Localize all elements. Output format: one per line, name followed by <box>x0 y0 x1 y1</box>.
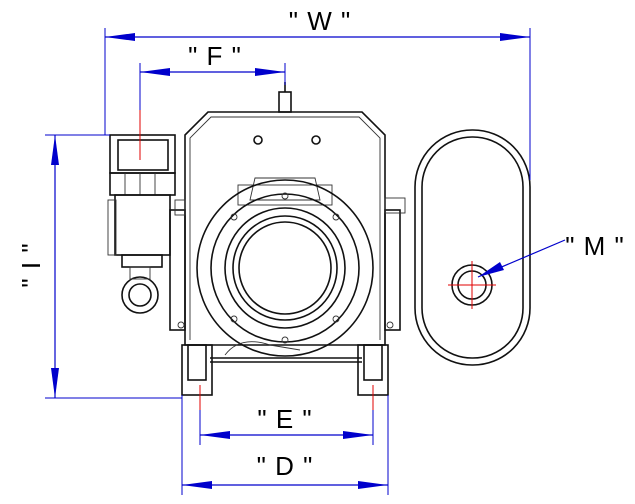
dimension-d-label: " D " <box>257 451 314 481</box>
dimension-w-label: " W " <box>289 6 351 36</box>
dimension-i: " I " <box>16 134 182 399</box>
dimension-i-label: " I " <box>16 242 46 287</box>
dimension-e: " E " <box>199 404 374 445</box>
base-feet <box>181 341 389 410</box>
dimension-d: " D " <box>181 395 389 495</box>
motor-assembly <box>107 105 176 314</box>
dimension-e-label: " E " <box>257 404 312 434</box>
inlet-flange <box>196 179 374 357</box>
dimension-f-label: " F " <box>188 41 242 71</box>
dimension-m-label: " M " <box>565 231 625 261</box>
dimension-f: " F " <box>139 41 286 110</box>
dimension-w: " W " <box>104 6 531 180</box>
dimension-m: " M " <box>477 231 625 278</box>
tank <box>414 129 531 366</box>
